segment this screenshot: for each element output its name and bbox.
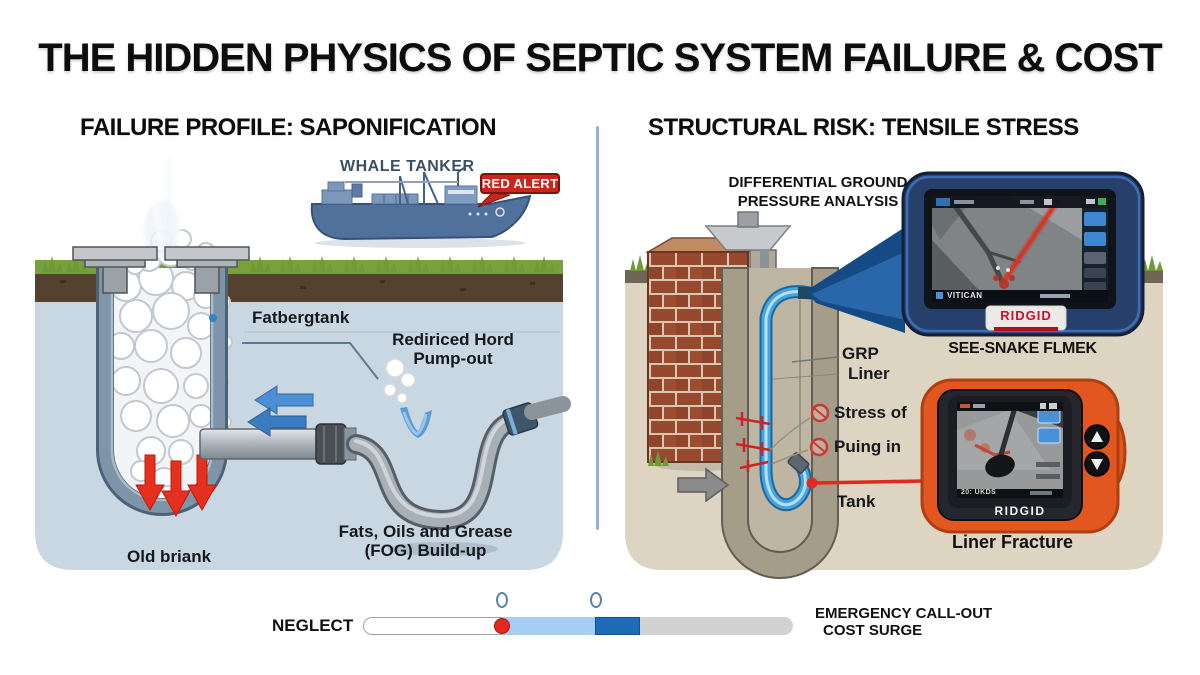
down-button-icon xyxy=(1084,451,1110,477)
slider-handle xyxy=(494,618,510,634)
pulling-leader-line xyxy=(771,449,809,465)
right-panel-scene xyxy=(625,171,1163,579)
old-brick-label: Old briank xyxy=(127,547,212,566)
ring-marker-icon xyxy=(496,592,508,608)
red-alert-tail xyxy=(477,192,511,208)
left-flow-arrow-icon xyxy=(247,385,314,437)
right-load-arrow-icon xyxy=(677,467,730,503)
pump-out-label: Rediriced Hord Pump-out xyxy=(368,330,538,368)
whale-tanker-icon xyxy=(310,167,532,248)
tank-wall-highlight xyxy=(110,268,214,502)
slider-right-line2: COST SURGE xyxy=(823,622,923,639)
fatberg-tank-label: Fatbergtank xyxy=(252,308,350,327)
whale-tanker-label: WHALE TANKER xyxy=(340,158,475,175)
slider-right-line1: EMERGENCY CALL-OUT xyxy=(815,605,993,622)
screen-caption-bar xyxy=(932,290,1108,302)
grp-leader-line xyxy=(791,356,839,363)
pulling-label: Puing in xyxy=(834,437,902,456)
stress-ring-icon xyxy=(810,403,830,423)
pulling-ring-icon xyxy=(809,437,829,457)
ridgid-brand-top: RIDGID xyxy=(1000,308,1052,323)
ring-marker-icon xyxy=(590,592,602,608)
pressure-analysis-label: DIFFERENTIAL GROUND PRESSURE ANALYSIS xyxy=(723,173,913,211)
liner-fracture-label: Liner Fracture xyxy=(951,532,1074,552)
stress-leader-line xyxy=(769,417,811,451)
camera-monitor-top xyxy=(901,171,1145,337)
slider-segment-critical xyxy=(595,617,640,635)
ridgid-brand-bottom: RIDGID xyxy=(994,504,1046,518)
falling-fat-splash-icon xyxy=(383,358,432,438)
water-spray-icon xyxy=(144,155,183,260)
drain-pipe-icon xyxy=(735,285,818,512)
see-snake-label: SEE-SNAKE FLMEK xyxy=(948,340,1097,357)
slider-left-label: NEGLECT xyxy=(272,616,354,635)
up-button-icon xyxy=(1084,424,1110,450)
right-panel-heading: STRUCTURAL RISK: TENSILE STRESS xyxy=(648,114,1079,141)
fatberg-leader-line xyxy=(242,342,379,380)
septic-tank-icon xyxy=(96,155,233,517)
camera-monitor-bottom xyxy=(920,378,1127,534)
tank-label: Tank xyxy=(837,492,876,511)
pump-out-label-line1: Rediriced Hord xyxy=(392,330,514,349)
pump-out-label-line2: Pump-out xyxy=(413,349,493,368)
slider-right-label: EMERGENCY CALL-OUT COST SURGE xyxy=(815,605,992,639)
grp-label-line1: GRP xyxy=(842,344,879,363)
slider-segment-neglect xyxy=(363,617,502,635)
page-title: THE HIDDEN PHYSICS OF SEPTIC SYSTEM FAIL… xyxy=(38,36,1162,80)
fog-buildup-label: Fats, Oils and Grease (FOG) Build-up xyxy=(318,522,533,560)
screen-top xyxy=(932,196,1108,302)
red-alert-badge: RED ALERT xyxy=(480,173,560,194)
stress-label: Stress of xyxy=(834,403,907,422)
left-panel-heading: FAILURE PROFILE: SAPONIFICATION xyxy=(80,114,497,141)
fog-label-line1: Fats, Oils and Grease xyxy=(338,522,513,541)
slider-segment-remaining xyxy=(640,617,793,635)
analysis-label-line1: DIFFERENTIAL GROUND xyxy=(728,174,908,191)
pressure-arrows xyxy=(135,454,217,517)
hose-icon xyxy=(199,396,571,556)
fracture-point-marker xyxy=(806,477,818,489)
screen-status-bar xyxy=(957,402,1063,411)
screen-bottom xyxy=(957,402,1063,498)
cost-slider-track xyxy=(363,617,793,635)
panel-divider xyxy=(596,126,599,530)
screen-caption-bottom: 20: UKDS xyxy=(961,489,997,496)
screen-caption-top: VITICAN xyxy=(947,291,983,300)
slider-segment-early xyxy=(502,617,595,635)
concrete-chamber-icon xyxy=(721,267,839,579)
fracture-callout-line xyxy=(813,479,927,485)
grp-label-line2: Liner xyxy=(848,364,890,383)
zoom-wedge-icon xyxy=(806,227,905,333)
manhole-lid-icon xyxy=(72,246,250,294)
inlet-valve-icon xyxy=(209,314,217,322)
screen-caption-bar xyxy=(957,489,1063,498)
tank-wall xyxy=(99,268,225,513)
fog-label-line2: (FOG) Build-up xyxy=(364,541,487,560)
stress-tick-marks xyxy=(735,412,771,472)
analysis-label-line2: PRESSURE ANALYSIS xyxy=(737,193,899,210)
pipe-fitting xyxy=(787,452,810,474)
left-panel-scene xyxy=(35,155,571,570)
